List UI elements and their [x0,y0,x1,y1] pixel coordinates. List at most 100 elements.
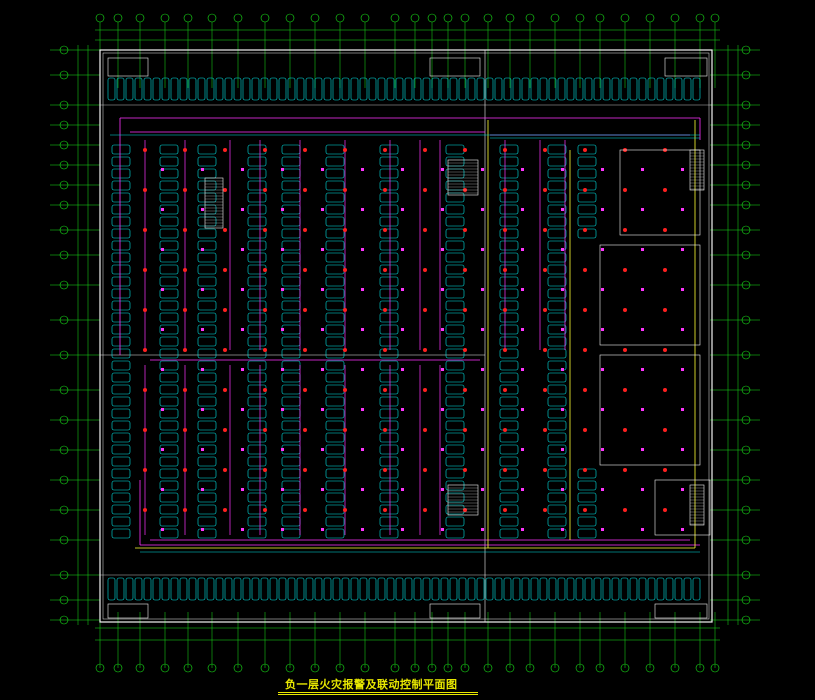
stair-hatch-icon [689,149,705,191]
parking-stall [499,180,519,191]
parking-stall [159,288,179,299]
parking-stall [368,577,377,601]
magenta-square-icon [241,488,244,491]
parking-stall [325,516,345,527]
parking-stall [325,300,345,311]
red-dot-icon [423,268,427,272]
parking-stall [445,168,465,179]
magenta-square-icon [681,448,684,451]
red-dot-icon [343,428,347,432]
parking-stall [499,384,519,395]
magenta-square-icon [521,248,524,251]
parking-stall [197,77,206,101]
parking-stall [445,348,465,359]
axis-bubble-icon [670,13,680,23]
parking-stall [159,360,179,371]
parking-stall [577,468,597,479]
magenta-square-icon [281,488,284,491]
parking-stall [379,216,399,227]
axis-bubble-icon [160,663,170,673]
parking-stall [547,324,567,335]
magenta-square-icon [521,528,524,531]
magenta-square-icon [201,408,204,411]
axis-bubble-icon [550,663,560,673]
parking-stall [206,577,215,601]
parking-stall [499,420,519,431]
stair-hatch-icon [204,177,224,229]
parking-stall [499,168,519,179]
axis-bubble-icon [427,13,437,23]
parking-stall [499,144,519,155]
parking-stall [107,577,116,601]
parking-stall [197,360,217,371]
magenta-square-icon [281,288,284,291]
parking-stall [197,156,217,167]
magenta-square-icon [481,528,484,531]
parking-stall [620,77,629,101]
red-dot-icon [423,148,427,152]
parking-stall [499,480,519,491]
axis-bubble-icon [233,13,243,23]
magenta-square-icon [561,208,564,211]
parking-stall [530,577,539,601]
magenta-square-icon [601,368,604,371]
axis-bubble-icon [390,13,400,23]
parking-stall [577,216,597,227]
parking-stall [116,77,125,101]
axis-bubble-icon [620,13,630,23]
magenta-square-icon [641,168,644,171]
axis-bubble-icon [59,475,69,485]
parking-stall [305,577,314,601]
red-dot-icon [623,428,627,432]
red-dot-icon [423,508,427,512]
parking-stall [413,577,422,601]
axis-bubble-icon [443,13,453,23]
magenta-square-icon [681,368,684,371]
parking-stall [521,577,530,601]
parking-stall [281,264,301,275]
parking-stall [281,420,301,431]
parking-stall [325,240,345,251]
axis-bubble-icon [483,663,493,673]
red-dot-icon [183,148,187,152]
parking-stall [111,240,131,251]
axis-bubble-icon [460,663,470,673]
magenta-square-icon [401,488,404,491]
magenta-square-icon [561,288,564,291]
parking-stall [458,77,467,101]
magenta-square-icon [241,408,244,411]
parking-stall [499,264,519,275]
parking-stall [379,204,399,215]
red-dot-icon [623,468,627,472]
magenta-square-icon [601,448,604,451]
magenta-square-icon [441,288,444,291]
axis-bubble-icon [59,615,69,625]
magenta-square-icon [681,208,684,211]
parking-stall [325,312,345,323]
title-underline [278,692,478,693]
red-dot-icon [183,348,187,352]
axis-bubble-icon [741,350,751,360]
parking-stall [445,504,465,515]
parking-stall [577,492,597,503]
parking-stall [577,228,597,239]
magenta-square-icon [641,248,644,251]
parking-stall [281,504,301,515]
parking-stall [584,577,593,601]
parking-stall [111,168,131,179]
parking-stall [325,324,345,335]
parking-stall [281,156,301,167]
red-dot-icon [583,468,587,472]
parking-stall [379,180,399,191]
parking-stall [445,252,465,263]
parking-stall [494,577,503,601]
parking-stall [159,168,179,179]
parking-stall [379,312,399,323]
parking-stall [325,288,345,299]
red-dot-icon [583,268,587,272]
red-dot-icon [503,468,507,472]
red-dot-icon [343,188,347,192]
magenta-square-icon [361,328,364,331]
